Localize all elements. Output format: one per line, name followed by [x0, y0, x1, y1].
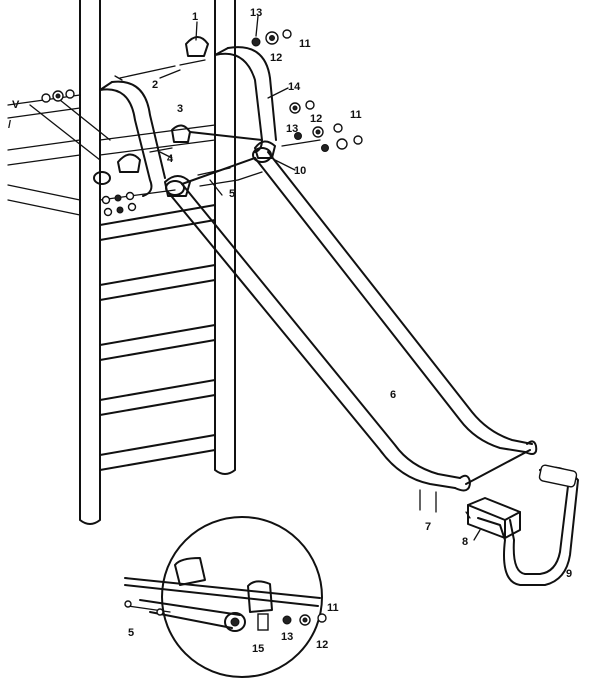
callout-11-mid: 11	[350, 109, 362, 121]
slide-bed	[165, 131, 538, 492]
leader-lines	[159, 15, 481, 541]
callout-5: 5	[229, 188, 235, 200]
callout-10: 10	[294, 165, 306, 177]
callout-7: 7	[425, 521, 431, 533]
callout-8: 8	[462, 536, 468, 548]
left-handrail	[99, 80, 166, 197]
callout-13-mid: 13	[286, 123, 298, 135]
detail-callout-11: 11	[327, 602, 339, 614]
right-handrail	[214, 46, 277, 153]
callout-11-top: 11	[299, 38, 311, 50]
callout-4: 4	[167, 153, 174, 165]
detail-callout-15: 15	[252, 643, 264, 655]
callout-14: 14	[288, 81, 301, 93]
callout-labels: 1 2 3 4 5 6 7 8 9 10 11 11 12 12 13 13 1…	[128, 7, 572, 655]
exit-leg	[477, 464, 579, 586]
brackets	[93, 36, 276, 197]
svg-text:/: /	[8, 119, 11, 131]
callout-12-mid: 12	[310, 113, 322, 125]
detail-callout-13: 13	[281, 631, 293, 643]
callout-1: 1	[192, 11, 198, 23]
hardware	[41, 29, 471, 519]
frame-structure: V /	[7, 0, 236, 525]
detail-callout-12: 12	[316, 639, 328, 651]
callout-9: 9	[566, 568, 572, 580]
svg-text:V: V	[12, 99, 20, 111]
detail-callout-5: 5	[128, 627, 134, 639]
callout-2: 2	[152, 79, 158, 91]
callout-3: 3	[177, 103, 183, 115]
callout-13-top: 13	[250, 7, 262, 19]
callout-12-top: 12	[270, 52, 282, 64]
detail-inset	[124, 516, 327, 678]
callout-6: 6	[390, 389, 396, 401]
